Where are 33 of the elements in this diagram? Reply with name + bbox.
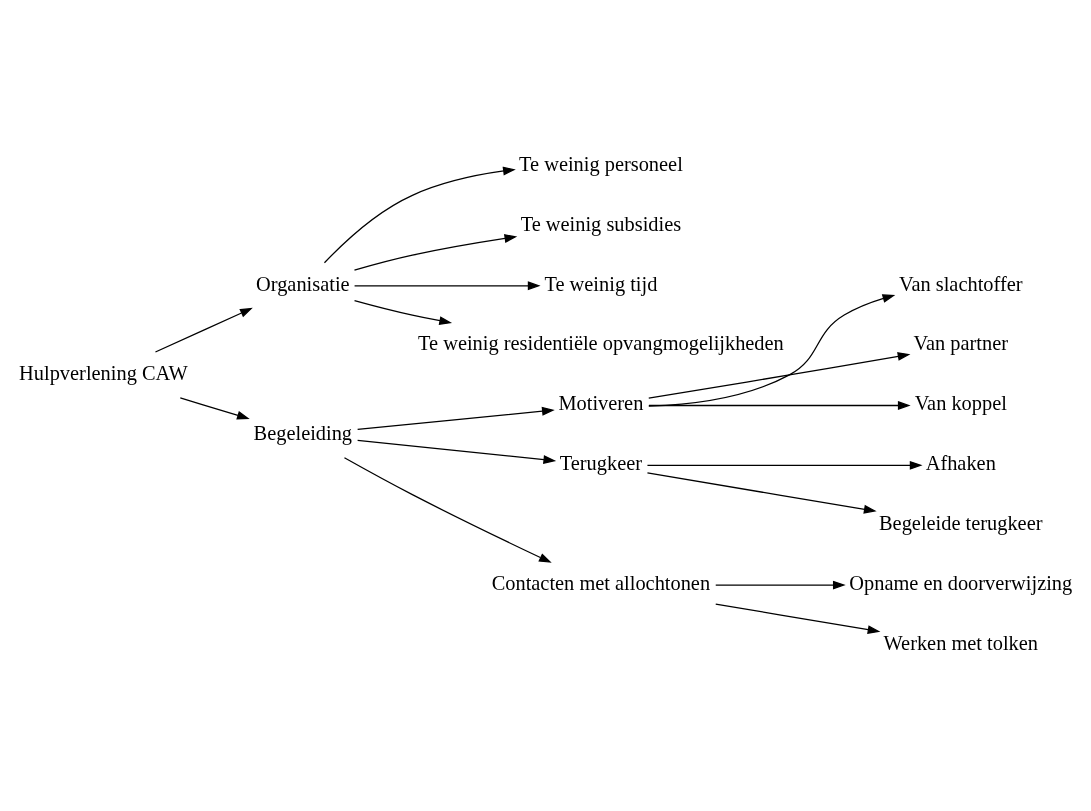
arrow	[353, 281, 541, 291]
node-text: Van slachtoffer	[899, 272, 1023, 295]
node-text: Werken met tolken	[883, 631, 1039, 654]
arrow	[353, 234, 518, 271]
arrow	[648, 401, 911, 410]
node-text: Motiveren	[558, 392, 644, 415]
node-text: Te weinig residentiële opvangmogelijkheden	[418, 332, 784, 355]
arrow	[179, 397, 250, 420]
arrow	[154, 307, 253, 353]
node-text: Hulpverlening CAW	[19, 361, 188, 384]
node-text: Contacten met allochtonen	[491, 571, 711, 594]
arrow	[357, 406, 555, 431]
node-text: Te weinig subsidies	[520, 212, 682, 235]
arrow	[646, 472, 877, 514]
node-text: Van koppel	[914, 392, 1007, 415]
node-text: Afhaken	[925, 452, 996, 475]
node-text: Begeleide terugkeer	[879, 512, 1043, 535]
arrow	[715, 580, 846, 590]
arrow	[715, 603, 881, 634]
node-text: Begeleiding	[253, 421, 353, 444]
node-text: Terugkeer	[559, 452, 643, 475]
arrow	[648, 294, 896, 407]
node-text: Te weinig personeel	[519, 152, 683, 175]
arrow	[353, 299, 453, 325]
node-text: Te weinig tijd	[544, 272, 658, 295]
arrow	[343, 457, 552, 563]
arrow	[323, 166, 516, 264]
node-text: Organisatie	[256, 272, 350, 295]
arrow	[357, 439, 557, 464]
arrow	[648, 352, 911, 399]
node-text: Van partner	[913, 332, 1008, 355]
arrow	[646, 460, 923, 470]
node-text: Opname en doorverwijzing	[849, 571, 1073, 594]
